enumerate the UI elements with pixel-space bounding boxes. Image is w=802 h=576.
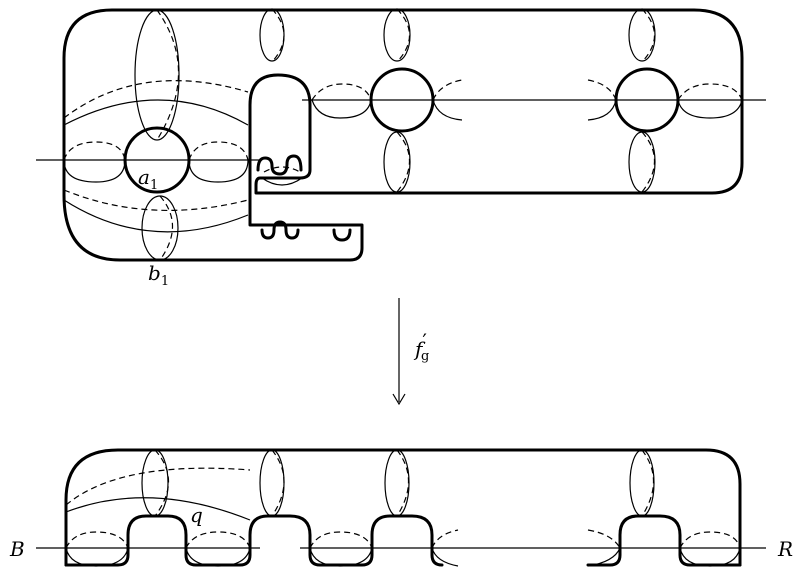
map-arrow-head [392,393,406,406]
top-hole1-left-arc-dash [63,141,126,161]
top-hole2-top-circle [383,8,411,62]
top-tube-dash-1 [271,8,285,63]
top-hole3-bottom-circle [628,131,656,193]
top-hole3-left-arc [587,99,617,121]
top-hole3-bottom-dash [641,131,655,193]
bottom-circle-4 [629,449,655,517]
top-hole2-right-arc-dash [432,79,463,101]
top-hole1-right-arc-dash [188,141,249,161]
top-surface-wiggle-corner [256,154,303,176]
top-hole1-left-arc [63,159,126,183]
top-surface-wiggle-left [260,220,300,240]
bottom-leg-arc-4 [431,547,459,567]
top-surface: a1 b1 [36,8,766,289]
label-B: B [9,537,25,561]
top-hole2-right-arc [432,99,463,121]
bottom-dash-2 [271,449,285,517]
top-hole2-left-arc [311,99,372,119]
bottom-leg-arc-1 [65,547,129,567]
bottom-dash-1 [154,449,169,517]
top-hole2-bottom-circle [383,131,411,193]
top-left-lower-curve [63,199,249,233]
top-surface-wiggle-right [332,228,352,242]
bottom-leg-arc-3 [309,547,373,567]
label-b1: b1 [148,261,169,289]
bottom-surface: q B R [9,448,793,567]
top-hole3-top-circle [628,8,656,62]
top-hole3-left-arc-dash [587,79,617,101]
top-hole2-bottom-dash [396,131,410,193]
label-a1: a1 [138,165,158,193]
top-surface-tab-boundary [248,216,364,262]
bottom-circle-2 [259,449,285,517]
top-hole3-right-arc [677,99,743,119]
label-map: f′g [413,329,429,364]
top-left-upper-dash [63,80,249,119]
bottom-surface-top-boundary [64,448,742,567]
top-surface-corner-arc [261,177,303,186]
bottom-leg-arc-5 [587,547,621,567]
top-hole2-left-arc-dash [311,83,372,101]
bottom-upper-curve [65,497,251,521]
map-arrow: f′g [392,298,429,406]
label-q: q [190,503,203,527]
bottom-leg-arc-4-dash [431,529,459,549]
bottom-leg-arc-3-dash [309,531,373,549]
label-R: R [777,537,793,561]
bottom-leg-arc-5-dash [587,529,621,549]
top-hole3-right-arc-dash [677,83,743,101]
top-left-lower-dash [63,189,249,212]
bottom-leg-arc-6-dash [679,531,741,549]
bottom-circle-3 [384,449,410,517]
top-hole3-top-dash [641,8,655,63]
top-left-vertical-circle [134,9,180,141]
top-left-lower-circle-dash [159,195,173,261]
bottom-circle-1 [141,449,169,517]
top-left-vertical-dash [156,9,179,141]
bottom-surface-base-1 [64,514,444,567]
top-left-upper-curve [63,99,249,126]
bottom-surface-base-2 [586,514,742,567]
bottom-leg-arc-2 [185,547,251,567]
top-surface-corner-arc-dash [263,166,301,173]
top-hole2-top-dash [396,8,410,63]
bottom-dash-3 [396,449,409,517]
top-surface-boundary [62,8,744,262]
bottom-upper-dash [65,467,251,506]
top-tube-circle-1 [259,8,285,62]
bottom-dash-4 [641,449,654,517]
bottom-leg-arc-6 [679,547,741,567]
bottom-leg-arc-1-dash [65,531,129,549]
bottom-leg-arc-2-dash [185,531,251,549]
top-hole1-right-arc [188,159,249,183]
